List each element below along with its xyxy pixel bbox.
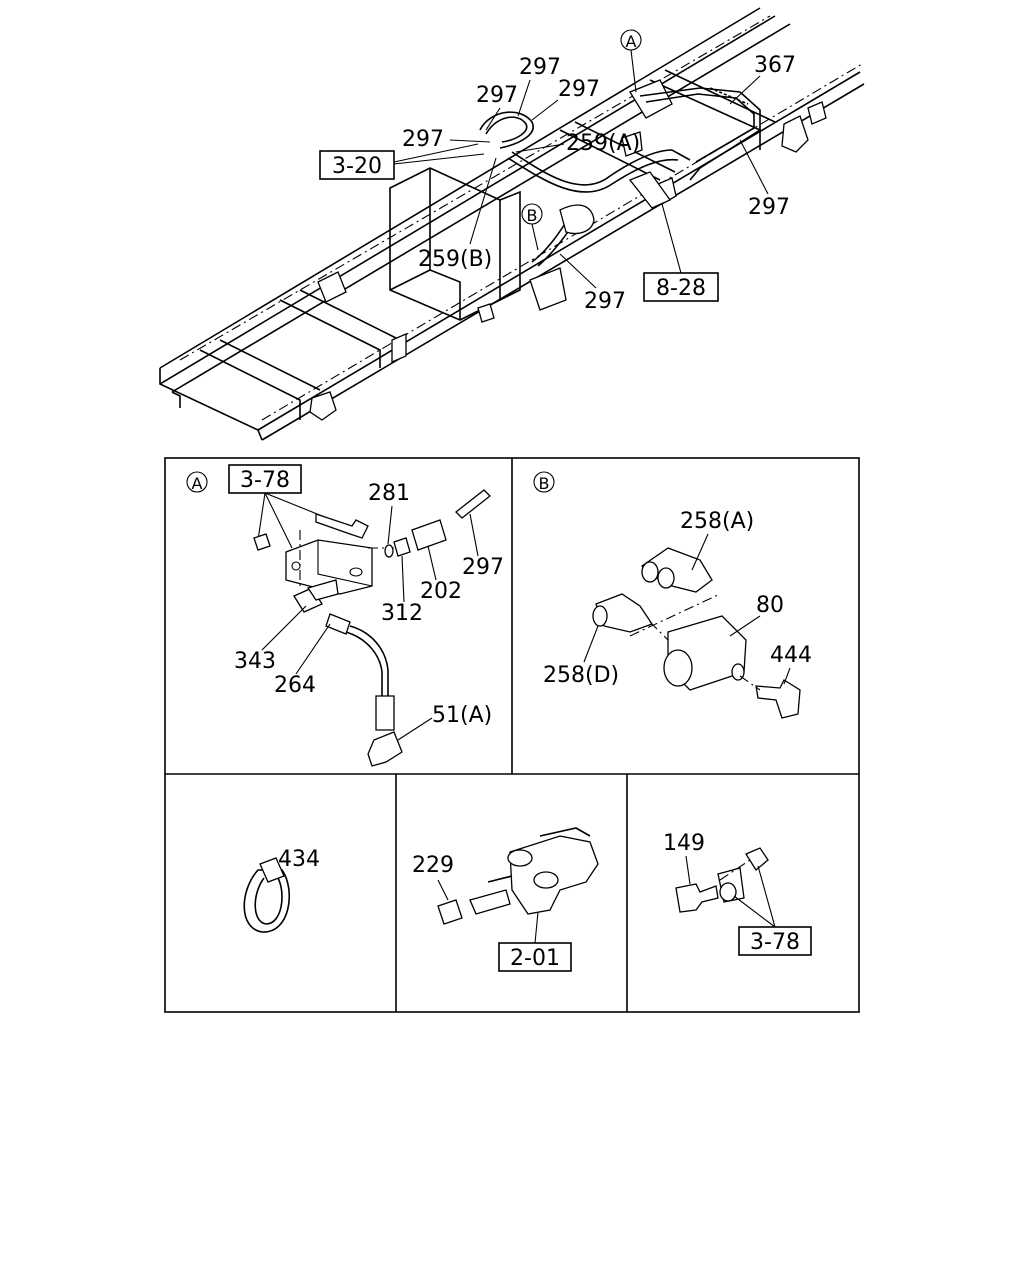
marker-b: B	[527, 206, 538, 225]
callout-297: 297	[584, 289, 626, 314]
callout-258a: 258(A)	[680, 509, 754, 534]
callout-259a: 259(A)	[566, 131, 640, 156]
callout-258d: 258(D)	[543, 663, 619, 688]
callout-297: 297	[558, 77, 600, 102]
detail-grid	[164, 457, 860, 1013]
detail-a-marker: A	[192, 474, 203, 493]
callout-264: 264	[274, 673, 316, 698]
callout-297: 297	[462, 555, 504, 580]
callout-434: 434	[278, 847, 320, 872]
chassis-frame-drawing	[159, 7, 865, 441]
detail-b: B 258(A) 258(D) 80 444	[533, 471, 812, 719]
callout-297: 297	[476, 83, 518, 108]
ref-2-01: 2-01	[510, 946, 560, 971]
detail-clamp: 434	[243, 847, 320, 933]
callout-297: 297	[402, 127, 444, 152]
callout-312: 312	[381, 601, 423, 626]
marker-a: A	[626, 32, 637, 51]
callout-367: 367	[754, 53, 796, 78]
callout-444: 444	[770, 643, 812, 668]
detail-valve: 229 2-01	[412, 827, 599, 972]
callout-281: 281	[368, 481, 410, 506]
detail-a: A 3-78 281 297 202 312	[186, 464, 504, 767]
callout-343: 343	[234, 649, 276, 674]
ref-box-3-20	[319, 150, 395, 180]
callout-202: 202	[420, 579, 462, 604]
detail-bolt: 149 3-78	[663, 831, 812, 956]
detail-b-marker: B	[539, 474, 550, 493]
ref-3-20: 3-20	[332, 154, 382, 179]
ref-3-78: 3-78	[240, 468, 290, 493]
callout-149: 149	[663, 831, 705, 856]
callout-229: 229	[412, 853, 454, 878]
callout-259b: 259(B)	[418, 247, 492, 272]
ref-3-78: 3-78	[750, 930, 800, 955]
ref-8-28: 8-28	[656, 276, 706, 301]
callout-297: 297	[519, 55, 561, 80]
callout-297: 297	[748, 195, 790, 220]
callout-51a: 51(A)	[432, 703, 492, 728]
callout-80: 80	[756, 593, 784, 618]
